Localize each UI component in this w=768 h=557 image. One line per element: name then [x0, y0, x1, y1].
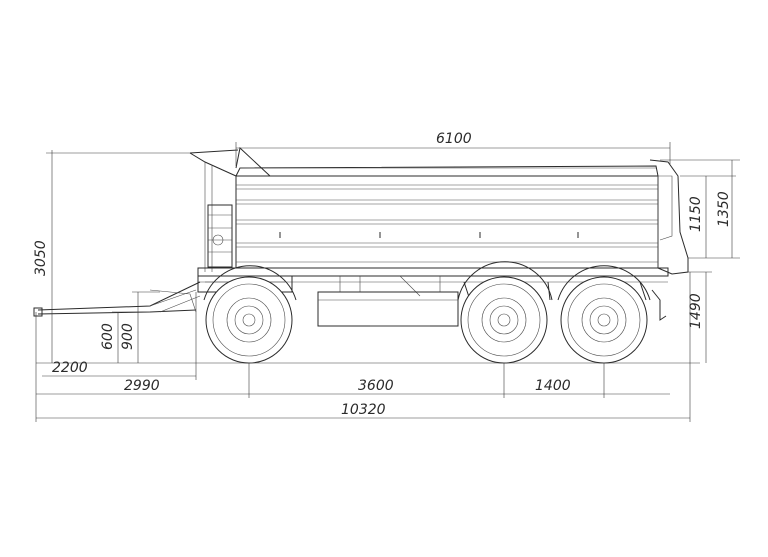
dim-side-height-1: 1150 [688, 196, 704, 232]
dim-side-height-2: 1350 [716, 191, 732, 227]
front-wheel [203, 265, 297, 364]
dim-body-length: 6100 [436, 131, 472, 147]
middle-wheel [457, 261, 553, 364]
dim-drawbar-height-1: 600 [100, 323, 116, 350]
dim-rear-axle-spacing: 1400 [535, 378, 571, 394]
dim-overall-length: 10320 [341, 402, 386, 418]
drawbar [33, 281, 201, 317]
dump-body [189, 147, 689, 275]
dim-drawbar-height-2: 900 [120, 323, 136, 350]
dim-wheelbase: 3600 [358, 378, 394, 394]
rear-wheel [557, 265, 651, 364]
dim-overall-height: 3050 [33, 240, 49, 276]
dim-front-axle-offset: 2990 [124, 378, 160, 394]
dim-drawbar-offset: 2200 [52, 360, 88, 376]
dim-platform-height: 1490 [688, 293, 704, 329]
dimension-lines [35, 142, 740, 422]
